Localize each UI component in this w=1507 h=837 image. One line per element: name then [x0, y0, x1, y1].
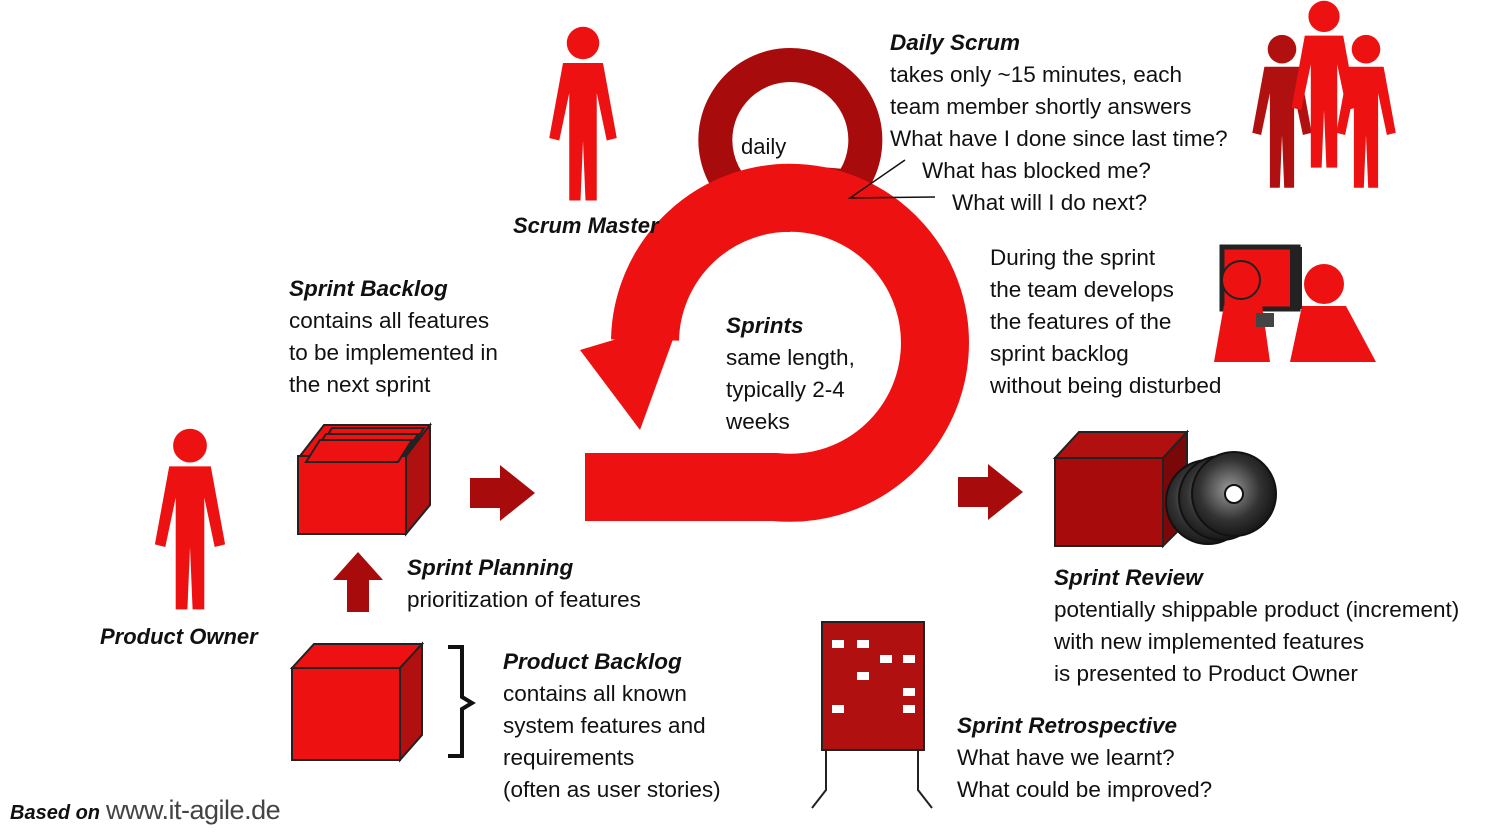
daily-label: daily — [741, 134, 787, 159]
product-owner-figure — [154, 428, 226, 610]
during-sprint-line: During the sprint — [990, 245, 1156, 270]
sprint-backlog-block: Sprint Backlog contains all features to … — [289, 273, 498, 401]
scrum-master-figure — [549, 26, 617, 201]
sprints-line: same length, — [726, 345, 855, 370]
sprint-loop-arrow — [580, 163, 969, 522]
product-backlog-line: system features and — [503, 713, 706, 738]
daily-scrum-line: takes only ~15 minutes, each — [890, 62, 1183, 87]
product-owner-label: Product Owner — [100, 624, 258, 649]
daily-scrum-line: team member shortly answers — [890, 94, 1192, 119]
sprint-review-block: Sprint Review potentially shippable prod… — [1054, 562, 1459, 690]
during-sprint-line: the team develops — [990, 277, 1174, 302]
sprints-line: typically 2-4 — [726, 377, 845, 402]
product-backlog-line: requirements — [503, 745, 635, 770]
daily-scrum-line: What will I do next? — [952, 190, 1148, 215]
product-backlog-title: Product Backlog — [503, 649, 682, 674]
sprint-retrospective-line: What could be improved? — [957, 777, 1213, 802]
sprint-review-line: potentially shippable product (increment… — [1054, 597, 1460, 622]
sprint-planning-block: Sprint Planning prioritization of featur… — [407, 552, 641, 616]
product-increment-icon — [1052, 429, 1277, 549]
sprint-to-review-arrow — [958, 464, 1023, 520]
daily-callout-line — [847, 159, 936, 199]
team-icon — [1252, 0, 1396, 188]
credit-prefix: Based on — [10, 802, 101, 824]
product-backlog-line: (often as user stories) — [503, 777, 721, 802]
daily-scrum-line: What has blocked me? — [922, 158, 1151, 183]
product-backlog-block: Product Backlog contains all known syste… — [503, 646, 721, 806]
sprints-block: Sprints same length, typically 2-4 weeks — [726, 310, 855, 438]
developers-icon — [1214, 244, 1376, 362]
sprint-backlog-line: to be implemented in — [289, 340, 498, 365]
sprints-title: Sprints — [726, 313, 804, 338]
sprint-retrospective-block: Sprint Retrospective What have we learnt… — [957, 710, 1212, 806]
planning-up-arrow — [333, 552, 383, 612]
sprint-review-title: Sprint Review — [1054, 565, 1203, 590]
retrospective-board-icon — [811, 621, 933, 809]
during-sprint-block: During the sprint the team develops the … — [990, 242, 1221, 402]
credit-url: www.it-agile.de — [106, 795, 281, 825]
backlog-to-sprint-arrow — [470, 465, 535, 521]
product-backlog-box — [289, 641, 425, 763]
product-backlog-line: contains all known — [503, 681, 687, 706]
sprint-planning-line: prioritization of features — [407, 587, 641, 612]
sprint-backlog-line: the next sprint — [289, 372, 431, 397]
sprint-retrospective-title: Sprint Retrospective — [957, 713, 1178, 738]
during-sprint-line: sprint backlog — [990, 341, 1129, 366]
daily-scrum-block: Daily Scrum takes only ~15 minutes, each… — [890, 27, 1228, 219]
sprint-backlog-box — [297, 422, 433, 537]
sprint-retrospective-line: What have we learnt? — [957, 745, 1175, 770]
sprint-backlog-title: Sprint Backlog — [289, 276, 448, 301]
backlog-bracket — [448, 645, 476, 758]
sprint-review-line: with new implemented features — [1054, 629, 1365, 654]
daily-scrum-title: Daily Scrum — [890, 30, 1021, 55]
sprint-review-line: is presented to Product Owner — [1054, 661, 1358, 686]
sprint-planning-title: Sprint Planning — [407, 555, 574, 580]
scrum-master-label: Scrum Master — [513, 213, 659, 238]
daily-scrum-line: What have I done since last time? — [890, 126, 1228, 151]
sprints-line: weeks — [726, 409, 790, 434]
during-sprint-line: the features of the — [990, 309, 1172, 334]
during-sprint-line: without being disturbed — [990, 373, 1222, 398]
sprint-backlog-line: contains all features — [289, 308, 490, 333]
